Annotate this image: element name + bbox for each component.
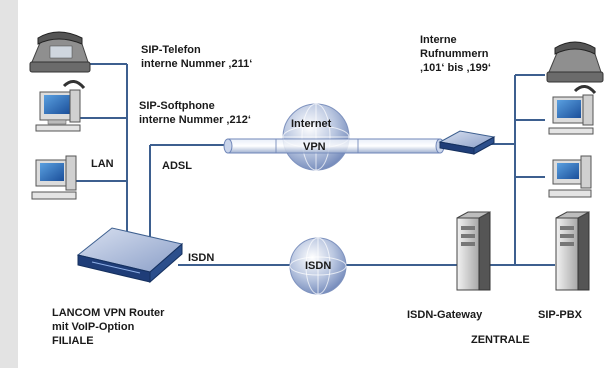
isdn-gateway-server-icon [456, 211, 491, 291]
sip-phone-title: SIP-Telefon [141, 44, 201, 56]
router-caption: LANCOM VPN Router mit VoIP-Option FILIAL… [52, 306, 164, 348]
sip-softphone-label: SIP-Softphone interne Nummer ‚212‘ [139, 99, 251, 127]
central-desktop-pc-icon [548, 155, 592, 198]
lan-lines [76, 63, 228, 238]
central-lines [482, 74, 555, 266]
desktop-pc-icon [31, 155, 77, 200]
internal-numbers-label: Interne Rufnummern ‚101‘ bis ‚199‘ [420, 33, 491, 75]
isdn-globe-icon [289, 237, 347, 295]
internal-numbers-line3: ‚101‘ bis ‚199‘ [420, 62, 491, 74]
central-softphone-pc-icon [548, 85, 597, 135]
sip-softphone-number: interne Nummer ‚212‘ [139, 114, 251, 126]
isdn-link-label: ISDN [188, 252, 215, 264]
softphone-pc-icon [35, 80, 86, 132]
adsl-label: ADSL [162, 160, 192, 172]
zentrale-label: ZENTRALE [471, 334, 530, 346]
phone-icon [29, 31, 91, 73]
sip-phone-number: interne Nummer ‚211‘ [141, 58, 253, 70]
central-vpn-router-icon [438, 130, 496, 155]
vpn-tunnel-front [275, 138, 359, 154]
internal-numbers-line2: Rufnummern [420, 48, 489, 60]
sip-softphone-title: SIP-Softphone [139, 100, 215, 112]
router-caption-line2: mit VoIP-Option [52, 321, 135, 333]
router-caption-line3: FILIALE [52, 335, 94, 347]
lan-label: LAN [91, 158, 114, 170]
internet-label: Internet [291, 118, 332, 130]
central-phone-icon [546, 41, 604, 83]
internal-numbers-line1: Interne [420, 34, 457, 46]
sip-phone-label: SIP-Telefon interne Nummer ‚211‘ [141, 43, 252, 71]
internet-globe-icon [282, 103, 350, 171]
isdn-gateway-label: ISDN-Gateway [407, 309, 483, 321]
isdn-cloud-label: ISDN [305, 260, 332, 272]
lancom-router-icon [76, 227, 184, 284]
sip-pbx-server-icon [555, 211, 590, 291]
sip-pbx-label: SIP-PBX [538, 309, 583, 321]
vpn-label: VPN [303, 141, 326, 153]
router-caption-line1: LANCOM VPN Router [52, 307, 165, 319]
